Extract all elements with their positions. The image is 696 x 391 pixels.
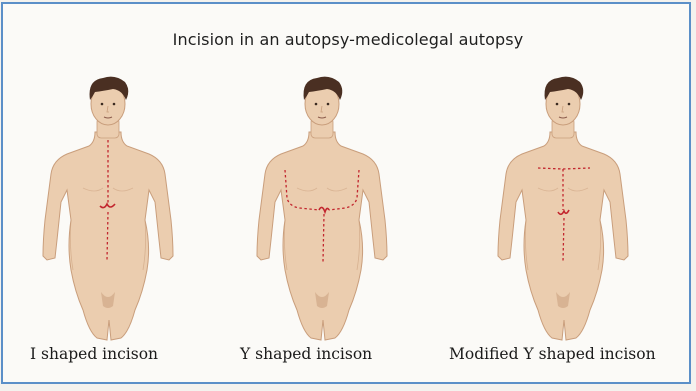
figure-i-shaped <box>23 70 193 350</box>
figure-modified-y-shaped <box>478 70 648 350</box>
caption-i-shaped: I shaped incison <box>30 345 158 363</box>
torso-body <box>43 132 173 340</box>
caption-y-shaped: Y shaped incison <box>240 345 372 363</box>
caption-modified-y-shaped: Modified Y shaped incison <box>449 345 656 363</box>
torso-illustration-i <box>23 70 193 350</box>
torso-body <box>257 132 387 340</box>
diagram-title: Incision in an autopsy-medicolegal autop… <box>0 30 696 49</box>
male-figure <box>498 77 628 340</box>
torso-illustration-modified-y <box>478 70 648 350</box>
figure-y-shaped <box>237 70 407 350</box>
torso-illustration-y <box>237 70 407 350</box>
male-figure <box>43 77 173 340</box>
torso-body <box>498 132 628 340</box>
